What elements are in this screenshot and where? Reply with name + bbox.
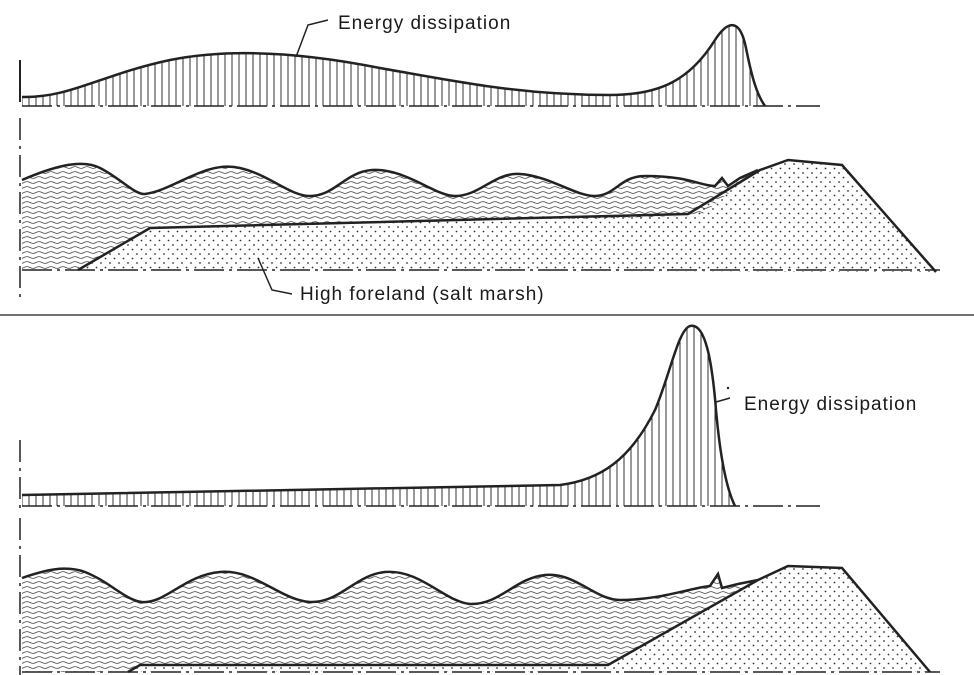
bottom-water <box>22 568 758 672</box>
top-water <box>22 163 758 270</box>
top-energy-curve <box>19 19 820 107</box>
top-energy-label: Energy dissipation <box>338 13 511 34</box>
top-foreland-label: High foreland (salt marsh) <box>300 284 545 305</box>
top-panel: Energy dissipation High foreland (salt m… <box>19 13 940 305</box>
bottom-dike <box>128 566 930 672</box>
bottom-energy-curve <box>19 324 820 508</box>
bottom-energy-label: Energy dissipation <box>744 394 917 415</box>
bottom-cross-section <box>19 518 940 675</box>
top-foreland <box>78 160 936 272</box>
bottom-panel: Energy dissipation <box>19 324 940 675</box>
top-cross-section <box>19 118 940 300</box>
